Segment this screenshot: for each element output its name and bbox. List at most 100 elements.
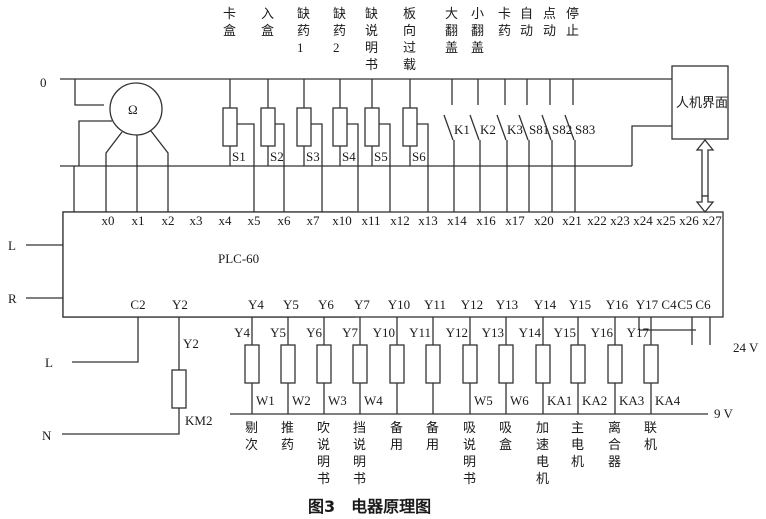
switch-desc-K3: 卡 [498,6,511,21]
sensor-desc-S3: 1 [297,40,304,55]
load-output-label-Y4: Y4 [234,325,250,340]
load-desc-Y10: 备 [390,420,403,435]
load-id-KA3: KA3 [619,393,644,408]
sensor-desc-S5: 明 [365,40,378,55]
input-label-x26: x26 [679,213,699,228]
load-desc-Y16: 合 [608,437,621,452]
N-wire [62,408,180,435]
switch-blade-K2 [469,114,480,141]
C2-wire [72,317,139,363]
load-desc-Y14: 加 [536,420,549,435]
load-desc-Y15: 电 [571,437,584,452]
load-output-label-Y7: Y7 [342,325,358,340]
output-label-Y12: Y12 [461,297,483,312]
load-id-W2: W2 [292,393,311,408]
load-desc-Y7: 挡 [353,420,366,435]
load-id-W5: W5 [474,393,493,408]
sensor-signal-wire-S3 [311,123,323,212]
input-label-x5: x5 [248,213,261,228]
switch-desc-S82: 动 [543,23,556,38]
switch-label-S83: S83 [575,122,595,137]
plc-box [62,211,724,318]
sensor-desc-S3: 药 [297,23,310,38]
switch-desc-S83: 止 [566,23,579,38]
load-id-KA4: KA4 [655,393,681,408]
input-label-x3: x3 [190,213,203,228]
output-label-C2: C2 [130,297,145,312]
sensor-desc-S3: 缺 [297,6,310,21]
sensor-desc-S2: 盒 [261,23,274,38]
sensor-element-S4 [332,107,348,147]
load-desc-Y6: 书 [317,471,330,486]
L-top-label: L [8,238,16,253]
load-output-label-Y11: Y11 [409,325,431,340]
load-desc-Y16: 离 [608,420,621,435]
9v-label: 9 V [714,406,734,421]
24v-label: 24 V [733,340,759,355]
sensor-desc-S4: 药 [333,23,346,38]
input-label-x14: x14 [447,213,467,228]
output-label-C4: C4 [661,297,677,312]
load-id-W6: W6 [510,393,529,408]
switch-desc-S83: 停 [566,6,579,21]
load-output-label-Y10: Y10 [373,325,395,340]
sensor-desc-S4: 缺 [333,6,346,21]
L-bottom-label: L [45,355,53,370]
load-desc-Y10: 用 [390,437,403,452]
input-label-x27: x27 [702,213,722,228]
sensor-element-S3 [296,107,312,147]
motor-wire-x2 [150,130,169,212]
switch-blade-S82 [541,114,552,141]
sensor-desc-S1: 盒 [223,23,236,38]
input-label-x0: x0 [102,213,115,228]
y2-wire-label: Y2 [183,336,199,351]
load-id-W3: W3 [328,393,347,408]
sensor-label-S4: S4 [342,149,356,164]
load-desc-Y14: 速 [536,437,549,452]
load-id-KA1: KA1 [547,393,572,408]
motor-wire-x0 [105,131,123,212]
sensor-element-S1 [222,107,238,147]
sensor-desc-S6: 向 [403,23,416,38]
sensor-element-S5 [364,107,380,147]
load-desc-Y17: 机 [644,437,657,452]
sensor-label-S2: S2 [270,149,284,164]
load-output-label-Y15: Y15 [554,325,576,340]
input-label-x4: x4 [219,213,233,228]
load-desc-Y12: 明 [463,454,476,469]
km2-coil [171,369,187,409]
output-label-Y15: Y15 [569,297,591,312]
load-desc-Y12: 吸 [463,420,476,435]
sensor-label-S3: S3 [306,149,320,164]
sensor-signal-wire-S1 [237,123,255,212]
motor-wire-0 [74,79,104,106]
sensor-signal-wire-S4 [347,123,359,212]
load-output-label-Y12: Y12 [446,325,468,340]
sensor-label-S6: S6 [412,149,426,164]
hmi-arrow-up [695,138,715,197]
motor-circle [109,82,163,136]
load-desc-Y13: 盒 [499,437,512,452]
sensor-signal-wire-S5 [379,123,391,212]
input-label-x23: x23 [610,213,630,228]
switch-desc-K1: 大 [445,6,458,21]
input-label-x25: x25 [656,213,676,228]
load-desc-Y14: 机 [536,471,549,486]
load-desc-Y7: 书 [353,471,366,486]
load-desc-Y4: 次 [245,437,258,452]
input-label-x22: x22 [587,213,607,228]
load-desc-Y6: 吹 [317,420,330,435]
output-label-Y14: Y14 [534,297,557,312]
load-output-label-Y17: Y17 [627,325,650,340]
input-label-x2: x2 [162,213,175,228]
switch-label-K2: K2 [480,122,496,137]
switch-blade-S83 [564,114,575,141]
input-label-x6: x6 [278,213,292,228]
load-desc-Y7: 明 [353,454,366,469]
load-id-W4: W4 [364,393,383,408]
load-desc-Y15: 机 [571,454,584,469]
switch-blade-K3 [496,114,507,141]
load-coil-Y15 [570,344,586,384]
load-desc-Y12: 书 [463,471,476,486]
